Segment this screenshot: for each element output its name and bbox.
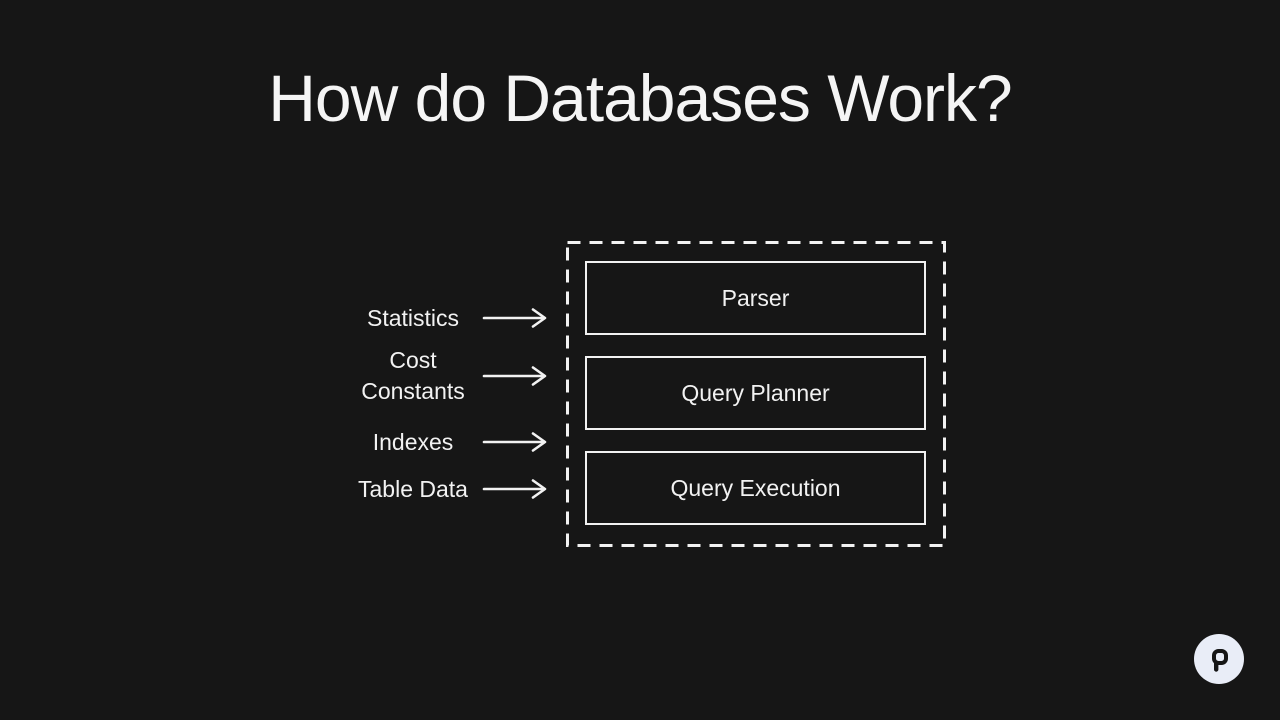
input-label-statistics: Statistics	[366, 305, 460, 331]
p-logo-icon	[1211, 648, 1228, 672]
channel-logo-badge	[1194, 634, 1244, 684]
arrow-right-icon	[482, 432, 547, 452]
input-label-cost-constants: Cost Constants	[361, 347, 465, 404]
stage-box-parser: Parser	[585, 261, 926, 335]
stage-box-query-planner: Query Planner	[585, 356, 926, 430]
pipeline-dashed-container	[566, 241, 946, 547]
page-title: How do Databases Work?	[268, 61, 1012, 135]
arrow-right-icon	[482, 366, 547, 386]
stage-box-query-execution: Query Execution	[585, 451, 926, 525]
stage-label: Query Planner	[681, 379, 830, 406]
stage-label: Query Execution	[670, 474, 841, 501]
stage-label: Parser	[721, 284, 790, 311]
input-label-table-data: Table Data	[358, 476, 468, 502]
arrow-right-icon	[482, 308, 547, 328]
input-label-indexes: Indexes	[372, 429, 454, 455]
arrow-right-icon	[482, 479, 547, 499]
